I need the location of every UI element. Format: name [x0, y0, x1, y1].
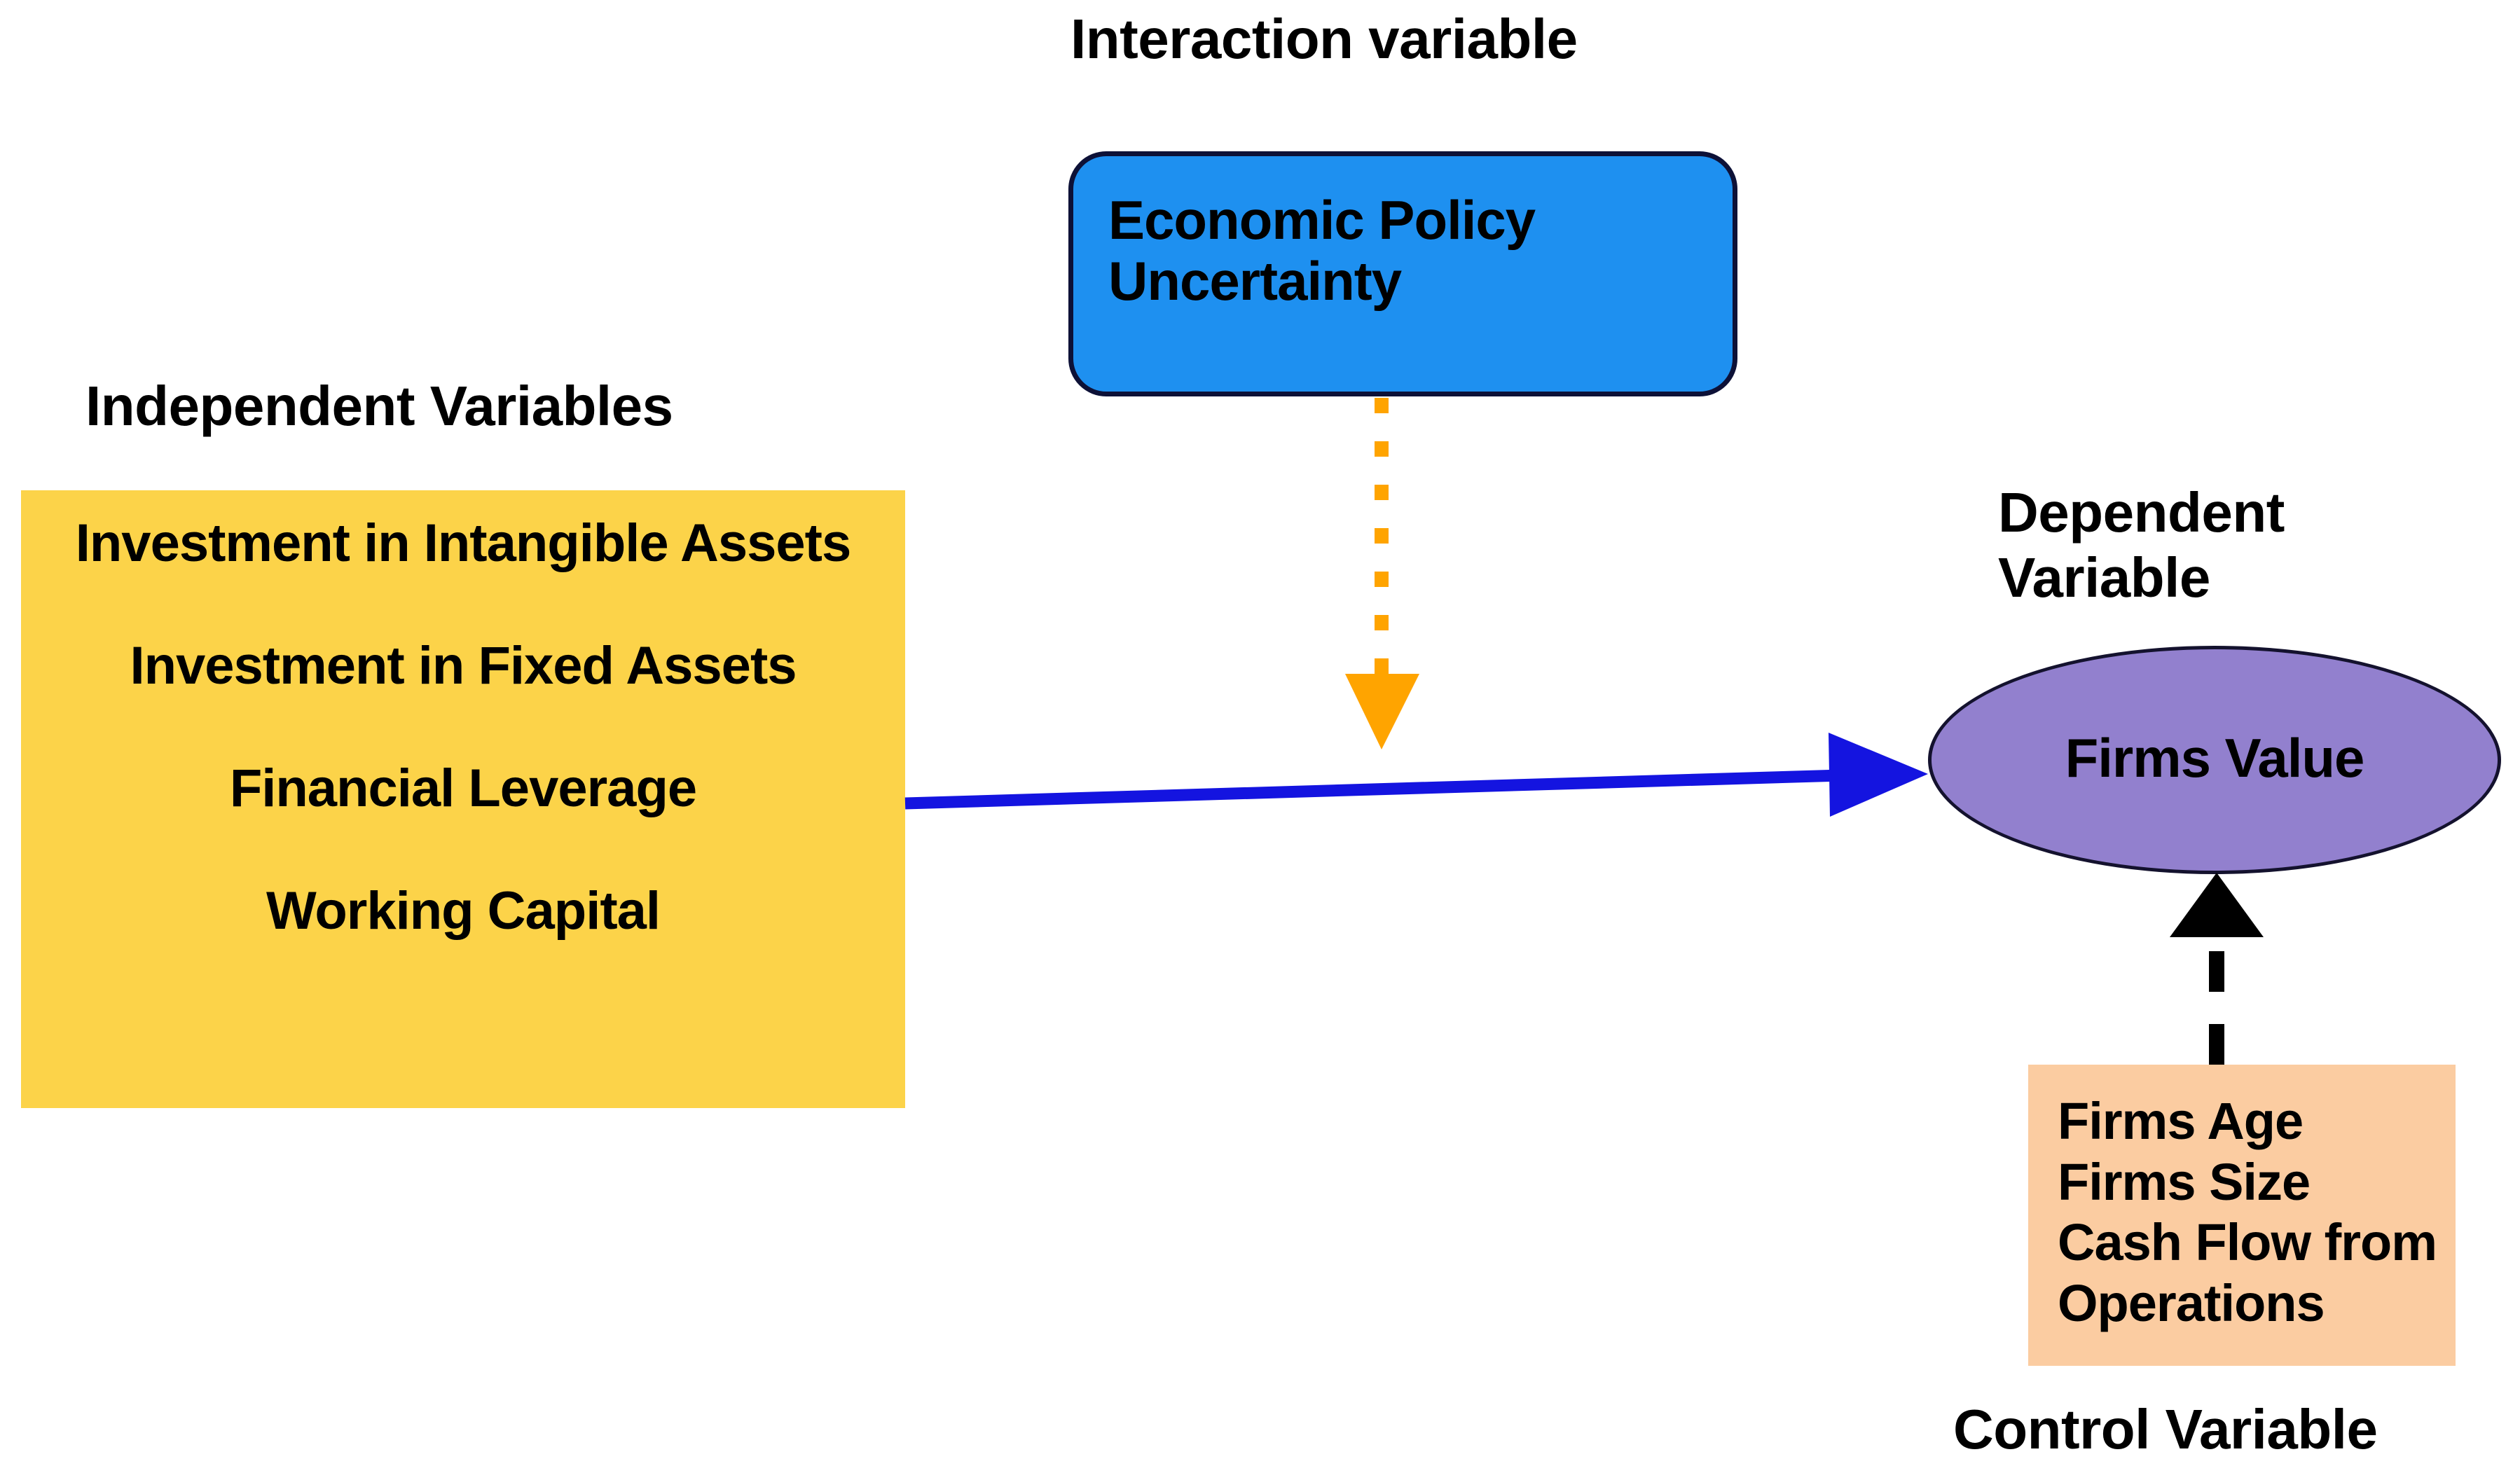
control-variable-box[interactable]: Firms Age Firms Size Cash Flow from Oper…: [2028, 1065, 2456, 1366]
control-item-firms-size: Firms Size: [2058, 1152, 2311, 1211]
arrow-independent-to-dependent-head: [1829, 733, 1928, 817]
independent-item-intangible-assets: Investment in Intangible Assets: [75, 513, 851, 573]
arrow-interaction-moderation: [1345, 398, 1419, 749]
interaction-item-economic-policy: Economic Policy: [1108, 189, 1536, 251]
dependent-item-firms-value: Firms Value: [2065, 726, 2365, 789]
interaction-item-uncertainty: Uncertainty: [1108, 250, 1402, 312]
control-item-operations: Operations: [2058, 1273, 2325, 1332]
caption-independent-variables: Independent Variables: [85, 375, 673, 437]
caption-interaction-variable: Interaction variable: [1070, 8, 1578, 70]
independent-item-fixed-assets: Investment in Fixed Assets: [130, 636, 797, 696]
independent-variables-box[interactable]: Investment in Intangible Assets Investme…: [21, 490, 905, 1108]
arrow-independent-to-dependent: [904, 733, 1928, 817]
caption-dependent-variable: Dependent Variable: [1998, 481, 2285, 609]
dependent-variable-ellipse[interactable]: Firms Value: [1928, 646, 2501, 874]
interaction-variable-box[interactable]: Economic Policy Uncertainty: [1068, 151, 1737, 396]
independent-item-working-capital: Working Capital: [266, 881, 661, 941]
control-item-cash-flow-from: Cash Flow from: [2058, 1213, 2437, 1272]
independent-item-financial-leverage: Financial Leverage: [229, 759, 697, 818]
arrow-control-to-dependent: [2170, 873, 2264, 1065]
caption-control-variable: Control Variable: [1953, 1398, 2378, 1460]
control-item-firms-age: Firms Age: [2058, 1092, 2304, 1150]
arrow-independent-to-dependent-line: [904, 769, 1842, 810]
arrow-control-to-dependent-head: [2170, 873, 2264, 937]
arrow-interaction-moderation-head: [1345, 674, 1419, 749]
